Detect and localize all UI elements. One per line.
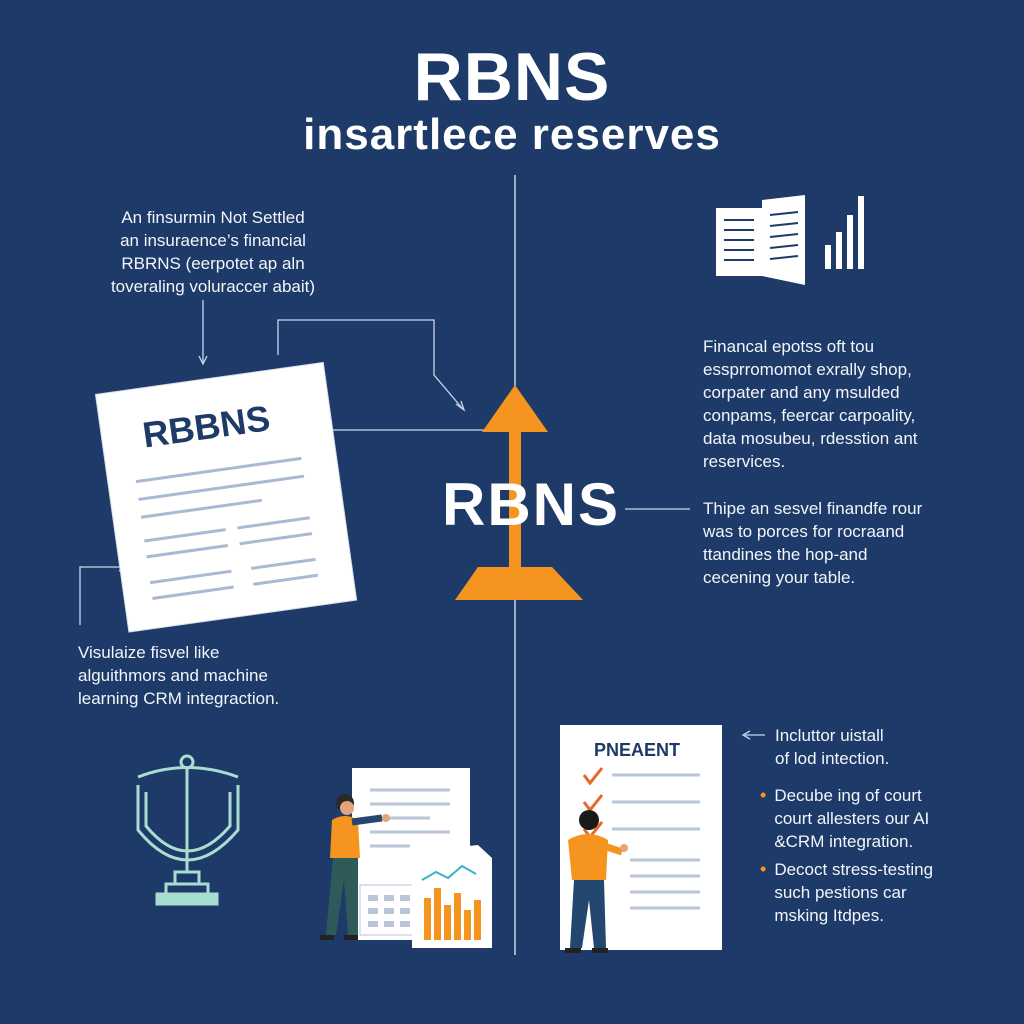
note-line: Thipe an sesvel finandfe rour <box>703 499 923 518</box>
page-title: RBNS <box>413 39 611 115</box>
note-line: ttandines the hop-and <box>703 545 868 564</box>
note-line: An finsurmin Not Settled <box>121 208 305 227</box>
list-item-line: such pestions car <box>774 883 907 902</box>
note-line: corpater and any msulded <box>703 383 900 402</box>
rbns-arrow-stand <box>455 385 583 600</box>
reviewer-figure-icon <box>565 810 628 953</box>
presenter-figure-icon <box>320 768 492 948</box>
list-item: • Decube ing of court court allesters ou… <box>760 784 929 853</box>
note-line: toveraling voluraccer abait) <box>110 277 316 296</box>
list-intro-line: Incluttor uistall <box>775 726 884 745</box>
note-line: learning CRM integraction. <box>78 689 280 708</box>
note-line: an insuraence’s financial <box>120 231 306 250</box>
list-item: • Decoct stress-testing such pestions ca… <box>760 858 933 927</box>
list-intro-line: of lod intection. <box>775 749 890 768</box>
note-line: cecening your table. <box>703 568 856 587</box>
list-item-line: Decoct stress-testing <box>774 860 934 879</box>
list-item-line: msking Itdpes. <box>774 906 884 925</box>
note-line: Visulaize fisvel like <box>78 643 220 662</box>
bullet-icon: • <box>760 859 767 879</box>
rbbns-document <box>94 361 358 633</box>
right-lower-note: Thipe an sesvel finandfe rour was to por… <box>703 497 922 589</box>
note-line: Financal epotss oft tou <box>703 337 875 356</box>
list-item-line: &CRM integration. <box>774 832 914 851</box>
page-subtitle: insartlece reserves <box>303 110 721 159</box>
note-line: RBRNS (eerpotet ap aln <box>121 254 305 273</box>
note-line: essprromomot exrally shop, <box>703 360 912 379</box>
list-item-line: court allesters our AI <box>774 809 930 828</box>
list-item-line: Decube ing of court <box>774 786 922 805</box>
right-mid-note: Financal epotss oft tou essprromomot exr… <box>703 335 918 473</box>
left-bottom-note: Visulaize fisvel like alguithmors and ma… <box>78 641 279 710</box>
center-rbns-label: RBNS <box>442 471 621 538</box>
report-book-icon <box>716 195 805 285</box>
note-line: alguithmors and machine <box>78 666 268 685</box>
note-line: conpams, feercar carpoality, <box>703 406 916 425</box>
bottom-right-list: Incluttor uistall of lod intection. <box>775 724 889 770</box>
left-top-note: An finsurmin Not Settled an insuraence’s… <box>93 206 333 298</box>
note-line: reservices. <box>703 452 786 471</box>
bar-chart-icon <box>825 196 864 269</box>
bullet-icon: • <box>760 785 767 805</box>
justice-scale-icon <box>136 754 240 906</box>
note-line: was to porces for rocraand <box>703 522 905 541</box>
checklist-heading: PNEAENT <box>594 740 681 760</box>
note-line: data mosubeu, rdesstion ant <box>703 429 918 448</box>
